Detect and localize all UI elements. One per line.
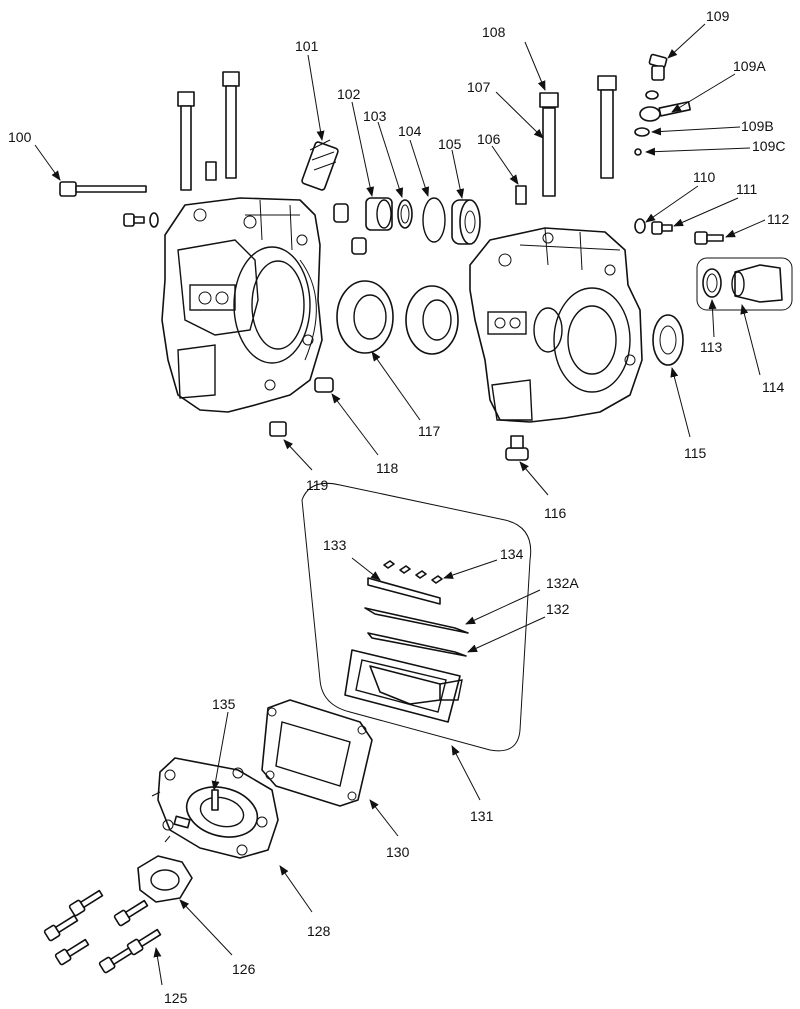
label-105: 105 xyxy=(438,136,462,152)
part-105-bearing xyxy=(451,199,481,245)
part-125-bolts xyxy=(43,889,162,974)
right-stud xyxy=(597,75,617,179)
part-126-gasket xyxy=(137,855,193,903)
label-103: 103 xyxy=(363,108,387,124)
label-114: 114 xyxy=(762,379,785,395)
label-100: 100 xyxy=(8,129,32,145)
part-119-plug xyxy=(269,421,287,437)
left-crankcase-half xyxy=(161,197,323,413)
label-111: 111 xyxy=(736,181,757,197)
label-109c: 109C xyxy=(752,138,785,154)
part-number-labels: 100 101 102 103 104 105 106 107 108 109 … xyxy=(8,8,790,1006)
part-135-stud xyxy=(211,789,219,811)
label-109b: 109B xyxy=(741,118,774,134)
label-102: 102 xyxy=(337,86,361,102)
label-101: 101 xyxy=(295,38,319,54)
part-132-reed-petal xyxy=(367,632,467,657)
label-128: 128 xyxy=(307,923,331,939)
small-bushing xyxy=(351,237,367,255)
reed-block xyxy=(344,649,463,723)
part-109c-ball xyxy=(634,148,642,156)
part-116-plug xyxy=(505,435,529,461)
label-113: 113 xyxy=(700,339,723,355)
label-125: 125 xyxy=(164,990,188,1006)
label-130: 130 xyxy=(386,844,410,860)
part-106-pin xyxy=(515,185,527,205)
part-100-long-bolt xyxy=(59,181,147,197)
reed-valve-group-outline xyxy=(301,482,532,752)
label-118: 118 xyxy=(376,460,399,476)
parts-113-114-group xyxy=(696,257,793,311)
label-132a: 132A xyxy=(546,575,579,591)
part-130-gasket xyxy=(261,699,373,807)
label-106: 106 xyxy=(477,131,501,147)
label-132: 132 xyxy=(546,601,570,617)
label-134: 134 xyxy=(500,546,524,562)
part-118-dowel xyxy=(314,377,334,393)
label-112: 112 xyxy=(767,211,790,227)
label-104: 104 xyxy=(398,123,422,139)
left-studs xyxy=(177,71,240,191)
label-107: 107 xyxy=(467,79,491,95)
label-109a: 109A xyxy=(733,58,766,74)
label-108: 108 xyxy=(482,24,506,40)
label-126: 126 xyxy=(232,961,256,977)
right-crankcase-half xyxy=(469,227,643,423)
label-131: 131 xyxy=(470,808,494,824)
part-117-main-bearing-right xyxy=(405,285,459,355)
label-135: 135 xyxy=(212,696,236,712)
part-109b-washer xyxy=(634,127,650,137)
part-101-fitting xyxy=(301,139,339,191)
label-119: 119 xyxy=(306,477,329,493)
part-112-bolt xyxy=(694,231,724,245)
part-107-stud xyxy=(542,107,556,197)
label-110: 110 xyxy=(693,169,716,185)
part-102-needle-bearing xyxy=(333,197,393,231)
part-103-ring xyxy=(397,199,413,229)
part-110-washer xyxy=(634,218,646,234)
leader-arrows xyxy=(34,23,766,986)
label-109: 109 xyxy=(706,8,730,24)
label-133: 133 xyxy=(323,537,347,553)
label-116: 116 xyxy=(544,505,567,521)
label-117: 117 xyxy=(418,423,441,439)
part-109-banjo-bolt xyxy=(648,53,668,81)
label-115: 115 xyxy=(684,445,707,461)
part-104-circlip xyxy=(422,197,446,243)
part-117-main-bearing-left xyxy=(336,280,394,354)
part-133-stopper-plate xyxy=(367,577,441,605)
part-132a-reed-petal xyxy=(364,607,469,634)
part-111-screw xyxy=(651,221,673,235)
small-screw-and-washer xyxy=(123,212,159,228)
part-134-screws xyxy=(383,560,443,584)
part-108-nut xyxy=(539,92,559,108)
part-115-seal xyxy=(652,314,684,366)
